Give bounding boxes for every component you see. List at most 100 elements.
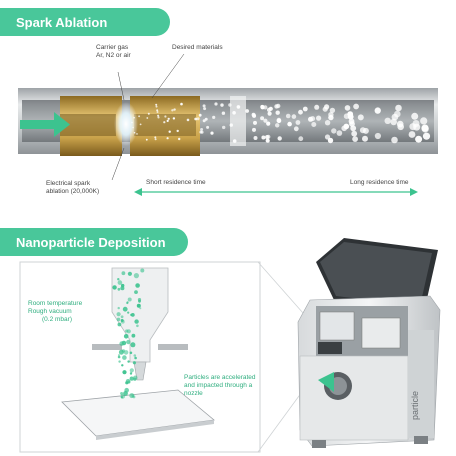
nanoparticle bbox=[302, 106, 308, 112]
carrier-gas-label-line2: Ar, N2 or air bbox=[96, 52, 131, 59]
nanoparticle bbox=[245, 109, 250, 113]
nanoparticle bbox=[275, 123, 280, 128]
nanoparticle bbox=[298, 136, 304, 142]
nanoparticle bbox=[336, 130, 343, 136]
room-temperature-line3: (0.2 mbar) bbox=[42, 316, 72, 323]
deposition-particle bbox=[129, 376, 134, 381]
deposition-particle bbox=[116, 312, 121, 317]
carrier-gas-label: Carrier gas Ar, N2 or air bbox=[96, 44, 131, 60]
nanoparticle bbox=[147, 112, 150, 115]
nanoparticle bbox=[316, 115, 322, 121]
nanoparticle bbox=[267, 111, 272, 116]
nanoparticle bbox=[204, 117, 208, 121]
nanoparticle bbox=[131, 121, 133, 124]
deposition-particle bbox=[131, 333, 136, 338]
nanoparticle bbox=[186, 118, 190, 122]
particles-accelerated-line3: nozzle bbox=[184, 390, 203, 397]
deposition-particle bbox=[122, 370, 127, 375]
nanoparticle bbox=[229, 123, 233, 127]
desired-materials-label: Desired materials bbox=[172, 44, 223, 51]
deposition-particle bbox=[134, 356, 137, 360]
nanoparticle bbox=[194, 117, 198, 121]
nanoparticle bbox=[261, 135, 266, 140]
nanoparticle bbox=[295, 120, 301, 125]
deposition-particle bbox=[126, 301, 129, 304]
nanoparticle bbox=[391, 136, 398, 144]
nanoparticle bbox=[178, 137, 181, 141]
nanoparticle bbox=[408, 131, 416, 138]
nanoparticle bbox=[359, 127, 366, 134]
nanoparticle bbox=[384, 117, 391, 125]
short-residence-label: Short residence time bbox=[146, 179, 206, 186]
nanoparticle bbox=[253, 120, 257, 125]
nanoparticle bbox=[422, 132, 431, 140]
room-temperature-label: Room temperature Rough vacuum (0.2 mbar) bbox=[28, 300, 82, 324]
nanoparticle bbox=[328, 114, 334, 121]
nanoparticle bbox=[157, 116, 160, 119]
nanoparticle bbox=[322, 106, 328, 112]
residence-time-arrow bbox=[134, 188, 418, 196]
deposition-particle bbox=[118, 360, 121, 363]
nanoparticle bbox=[420, 117, 428, 125]
nanoparticle bbox=[285, 113, 291, 119]
spark-ablation-header: Spark Ablation bbox=[0, 8, 170, 36]
deposition-particle bbox=[129, 351, 133, 355]
deposition-particle bbox=[124, 387, 129, 393]
nanoparticle bbox=[198, 113, 202, 117]
nanoparticle bbox=[157, 114, 160, 117]
deposition-particle bbox=[125, 379, 131, 384]
deposition-particle bbox=[139, 307, 142, 310]
electrical-spark-label-line1: Electrical spark bbox=[46, 180, 91, 187]
nanoparticle bbox=[166, 137, 169, 140]
deposition-particle bbox=[117, 278, 120, 281]
deposition-particle bbox=[133, 354, 137, 357]
nanoparticle bbox=[274, 104, 279, 109]
nanoparticle bbox=[374, 107, 381, 114]
deposition-particle bbox=[120, 315, 124, 319]
nanoparticle bbox=[155, 103, 158, 106]
deposition-particle bbox=[136, 324, 139, 328]
deposition-particle bbox=[123, 334, 129, 339]
nanoparticle bbox=[298, 109, 303, 115]
deposition-particle bbox=[116, 317, 121, 322]
particles-accelerated-label: Particles are accelerated and impacted t… bbox=[184, 374, 256, 398]
deposition-particle bbox=[129, 368, 134, 373]
deposition-particle bbox=[129, 372, 133, 375]
nanoparticle bbox=[331, 128, 337, 134]
nanoparticle bbox=[287, 121, 292, 127]
carrier-gas-callout-line bbox=[117, 71, 125, 101]
nanoparticle bbox=[232, 111, 236, 115]
nanoparticle bbox=[164, 115, 167, 118]
deposition-particle bbox=[122, 355, 127, 360]
deposition-particle bbox=[121, 271, 126, 276]
nanoparticle bbox=[136, 133, 138, 135]
nanoparticle bbox=[145, 138, 148, 141]
deposition-particle bbox=[112, 285, 117, 290]
nanoparticle bbox=[220, 103, 224, 107]
deposition-particle bbox=[120, 319, 125, 324]
nanoparticle bbox=[155, 105, 158, 108]
deposition-particle bbox=[137, 298, 142, 302]
nanoparticle-deposition-title: Nanoparticle Deposition bbox=[16, 234, 166, 250]
room-temperature-line1: Room temperature bbox=[28, 300, 83, 307]
nanoparticle bbox=[362, 135, 368, 142]
nanoparticle bbox=[176, 129, 179, 133]
nanoparticle bbox=[202, 104, 206, 108]
nanoparticle bbox=[263, 118, 268, 123]
particles-accelerated-line1: Particles are accelerated bbox=[184, 374, 256, 381]
deposition-particle bbox=[117, 355, 121, 359]
deposition-particle bbox=[122, 306, 128, 312]
deposition-particle bbox=[133, 273, 139, 279]
nanoparticle bbox=[132, 126, 134, 129]
nanoparticle bbox=[171, 109, 174, 112]
nanoparticle bbox=[146, 117, 149, 119]
nanoparticle bbox=[180, 102, 183, 106]
nanoparticle bbox=[200, 128, 204, 131]
nanoparticle bbox=[324, 134, 331, 140]
deposition-particle bbox=[119, 341, 124, 346]
long-residence-label: Long residence time bbox=[350, 179, 409, 186]
nanoparticle bbox=[266, 107, 272, 112]
deposition-particle bbox=[133, 377, 137, 381]
nanoparticle bbox=[228, 103, 232, 107]
